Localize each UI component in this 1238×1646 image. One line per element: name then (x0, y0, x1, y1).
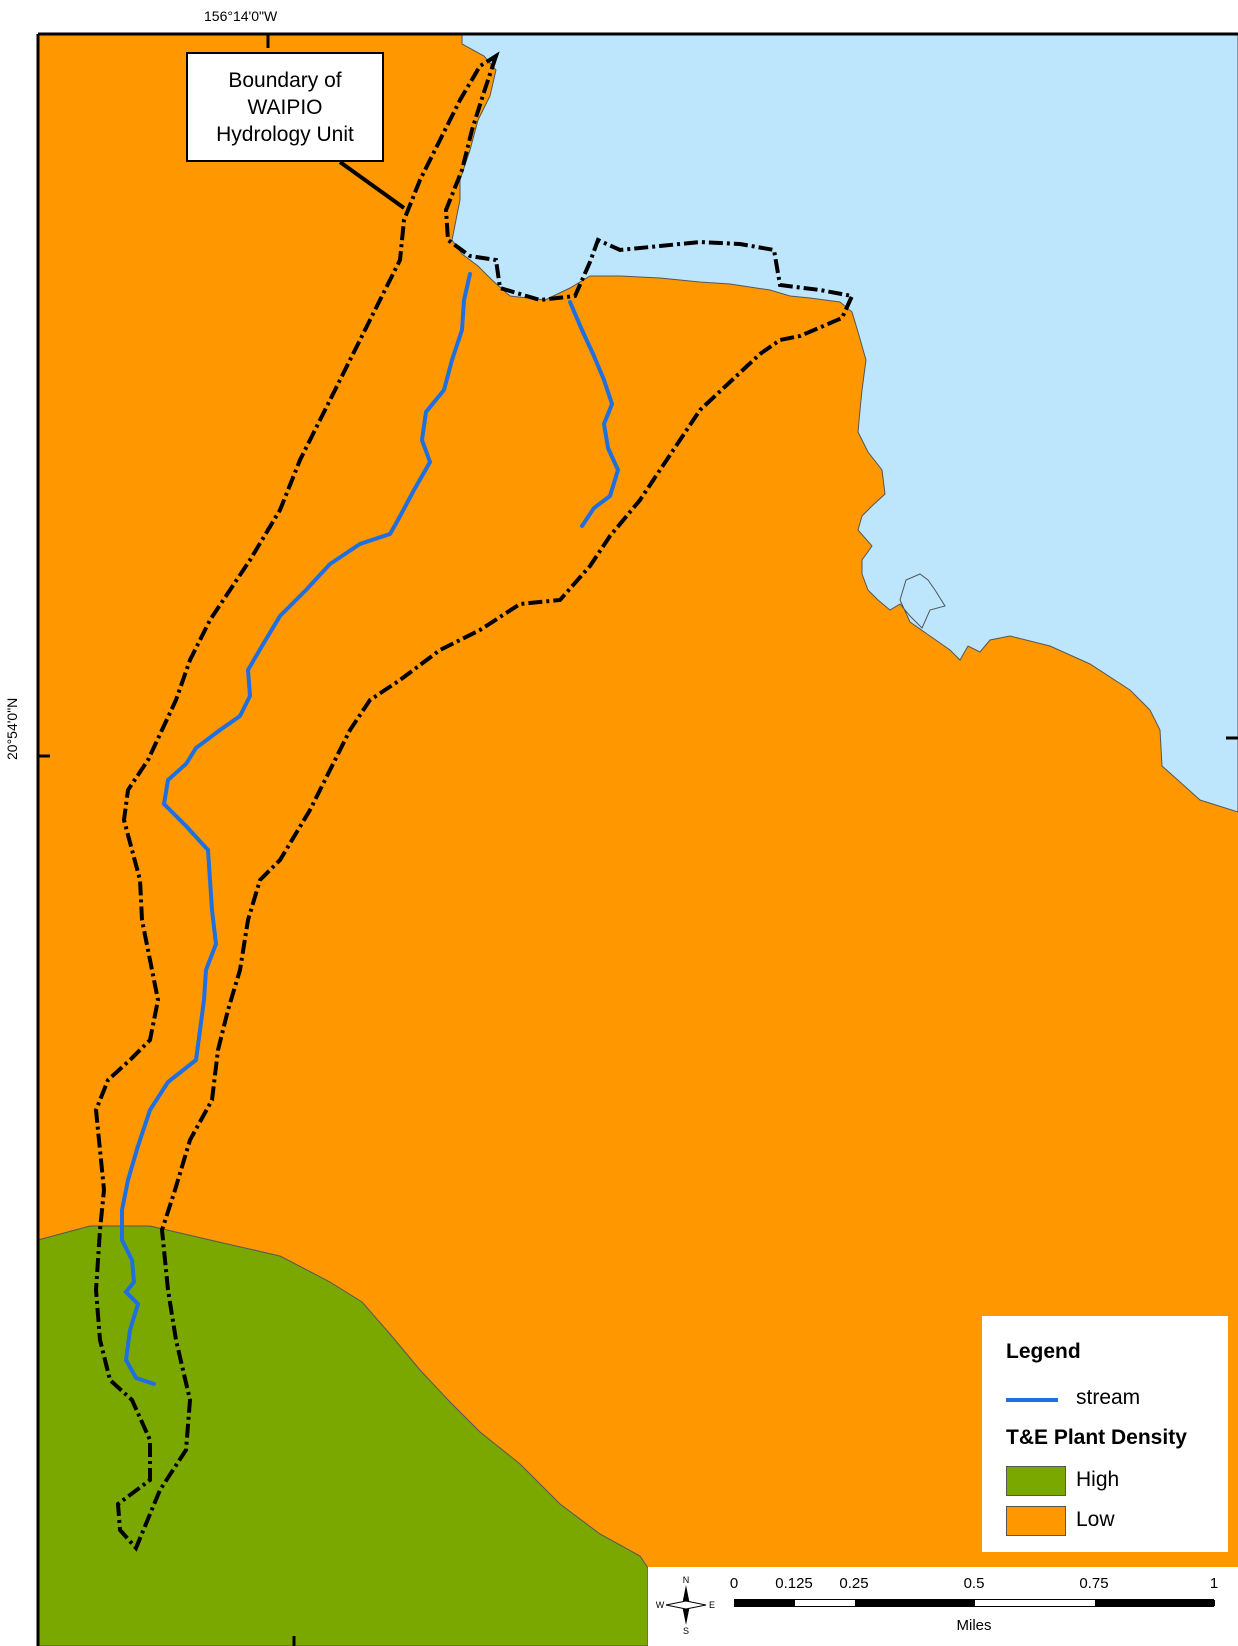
compass-w: W (656, 1600, 665, 1610)
boundary-callout: Boundary of WAIPIO Hydrology Unit (186, 52, 384, 162)
scale-segment (855, 1600, 975, 1606)
scale-tick-0125: 0.125 (775, 1575, 813, 1592)
legend-title: Legend (1006, 1340, 1081, 1363)
low-label: Low (1076, 1508, 1115, 1531)
scale-tick-0: 0 (729, 1575, 739, 1592)
scale-tick-1: 1 (1209, 1575, 1219, 1592)
north-arrow-icon: N S E W (656, 1575, 715, 1635)
scale-bar-panel: N S E W 0 0.125 0.25 0.5 0.75 1 Miles (648, 1567, 1238, 1646)
scale-tick-05: 0.5 (963, 1575, 985, 1592)
scale-tick-025: 0.25 (839, 1575, 869, 1592)
ocean (451, 33, 1238, 813)
compass-n: N (683, 1575, 690, 1585)
callout-line-2: WAIPIO (247, 95, 323, 119)
compass-e: E (709, 1600, 715, 1610)
main-stream (120, 272, 472, 1386)
latitude-label: 20°54'0"N (4, 697, 20, 760)
hydrology-unit-boundary (93, 51, 855, 1552)
high-swatch (1006, 1466, 1066, 1496)
scale-bar (734, 1599, 1215, 1607)
callout-leader (338, 160, 406, 210)
legend: Legend stream T&E Plant Density High Low (982, 1316, 1228, 1552)
tributary-stream (568, 300, 621, 528)
compass-s: S (683, 1626, 689, 1635)
scale-tick-075: 0.75 (1079, 1575, 1109, 1592)
stream-legend-line (1006, 1398, 1058, 1402)
callout-line-1: Boundary of (228, 68, 342, 92)
longitude-label: 156°14'0"W (204, 8, 278, 24)
stream-legend-label: stream (1076, 1386, 1141, 1409)
high-label: High (1076, 1468, 1120, 1491)
scale-segment (1095, 1600, 1215, 1606)
callout-line-3: Hydrology Unit (216, 122, 354, 146)
scale-unit: Miles (956, 1617, 992, 1634)
density-heading: T&E Plant Density (1006, 1426, 1187, 1449)
low-swatch (1006, 1506, 1066, 1536)
scale-segment (735, 1600, 795, 1606)
